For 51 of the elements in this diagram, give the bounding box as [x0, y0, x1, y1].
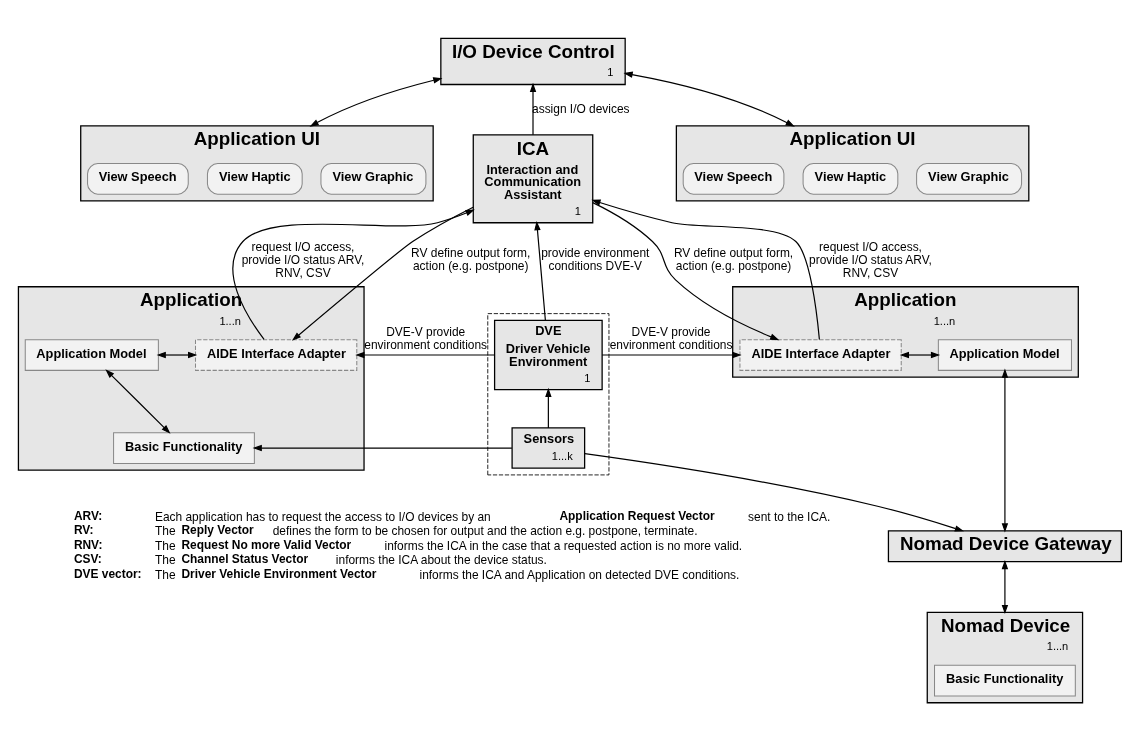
label: DVE vector:: [73, 566, 142, 581]
node-box: AIDE Interface Adapter: [195, 338, 358, 371]
arrow: [899, 351, 941, 358]
edge-label: DVE-V provide environment conditions: [609, 324, 733, 352]
label: Each application has to request the access to I/O devices by an Application Request Vector sent to the ICA.: [154, 508, 831, 524]
label: RV:: [73, 522, 94, 537]
node-box: Sensors 1...k: [511, 426, 586, 469]
node-box: View Haptic: [206, 162, 303, 195]
arrow: [534, 220, 546, 321]
arrow: [584, 452, 965, 532]
node-box: Basic Functionality: [934, 664, 1076, 696]
arrow: [355, 351, 495, 358]
arrow: [623, 71, 795, 127]
node-box: Application Model: [24, 338, 159, 371]
node-box: Application Model: [937, 338, 1072, 371]
arrow: [592, 201, 780, 340]
edge-label: RV define output form, action (e.g. postpone): [673, 245, 794, 273]
arrow: [1001, 368, 1009, 532]
label: The Driver Vehicle Environment Vector informs the ICA and Application on detected DVE conditions.: [154, 566, 740, 582]
label: RNV:: [73, 537, 103, 552]
node-box: View Speech: [682, 162, 785, 195]
arrow: [252, 444, 513, 451]
arrow: [545, 387, 552, 428]
arrow: [291, 206, 474, 341]
cluster: [487, 312, 610, 475]
edge-label: provide environment conditions DVE-V: [541, 245, 650, 273]
node-box: View Haptic: [802, 162, 899, 195]
edge-label: request I/O access, provide I/O status ARV, RNV, CSV: [809, 239, 932, 280]
arrow: [601, 351, 742, 358]
arrow: [529, 82, 537, 135]
label: ARV:: [73, 508, 103, 523]
node-box: AIDE Interface Adapter: [739, 338, 902, 371]
edge-label: request I/O access, provide I/O status ARV, RNV, CSV: [241, 239, 365, 280]
node-box: I/O Device Control 1: [440, 37, 626, 85]
arrow: [309, 76, 443, 127]
label: CSV:: [73, 551, 102, 566]
arrow: [1001, 559, 1009, 614]
node-box: View Speech: [87, 162, 189, 195]
arrow: [232, 209, 475, 340]
node-box: View Graphic: [916, 162, 1023, 195]
arrow: [105, 368, 171, 434]
arrow: [156, 351, 198, 358]
arrow: [591, 199, 820, 340]
node-box: DVE Driver Vehicle Environment 1: [493, 319, 603, 390]
label: The Request No more Valid Vector informs the ICA in the case that a requested action is no more valid.: [154, 537, 743, 553]
node-box: ICA Interaction and Communication Assistant 1: [472, 133, 594, 223]
node-box: Basic Functionality: [113, 431, 255, 464]
node-box: Nomad Device Gateway: [887, 529, 1123, 562]
label: The Channel Status Vector informs the ICA about the device status.: [154, 551, 547, 567]
node-box: View Graphic: [320, 162, 427, 195]
edge-label: RV define output form, action (e.g. postpone): [411, 245, 531, 273]
